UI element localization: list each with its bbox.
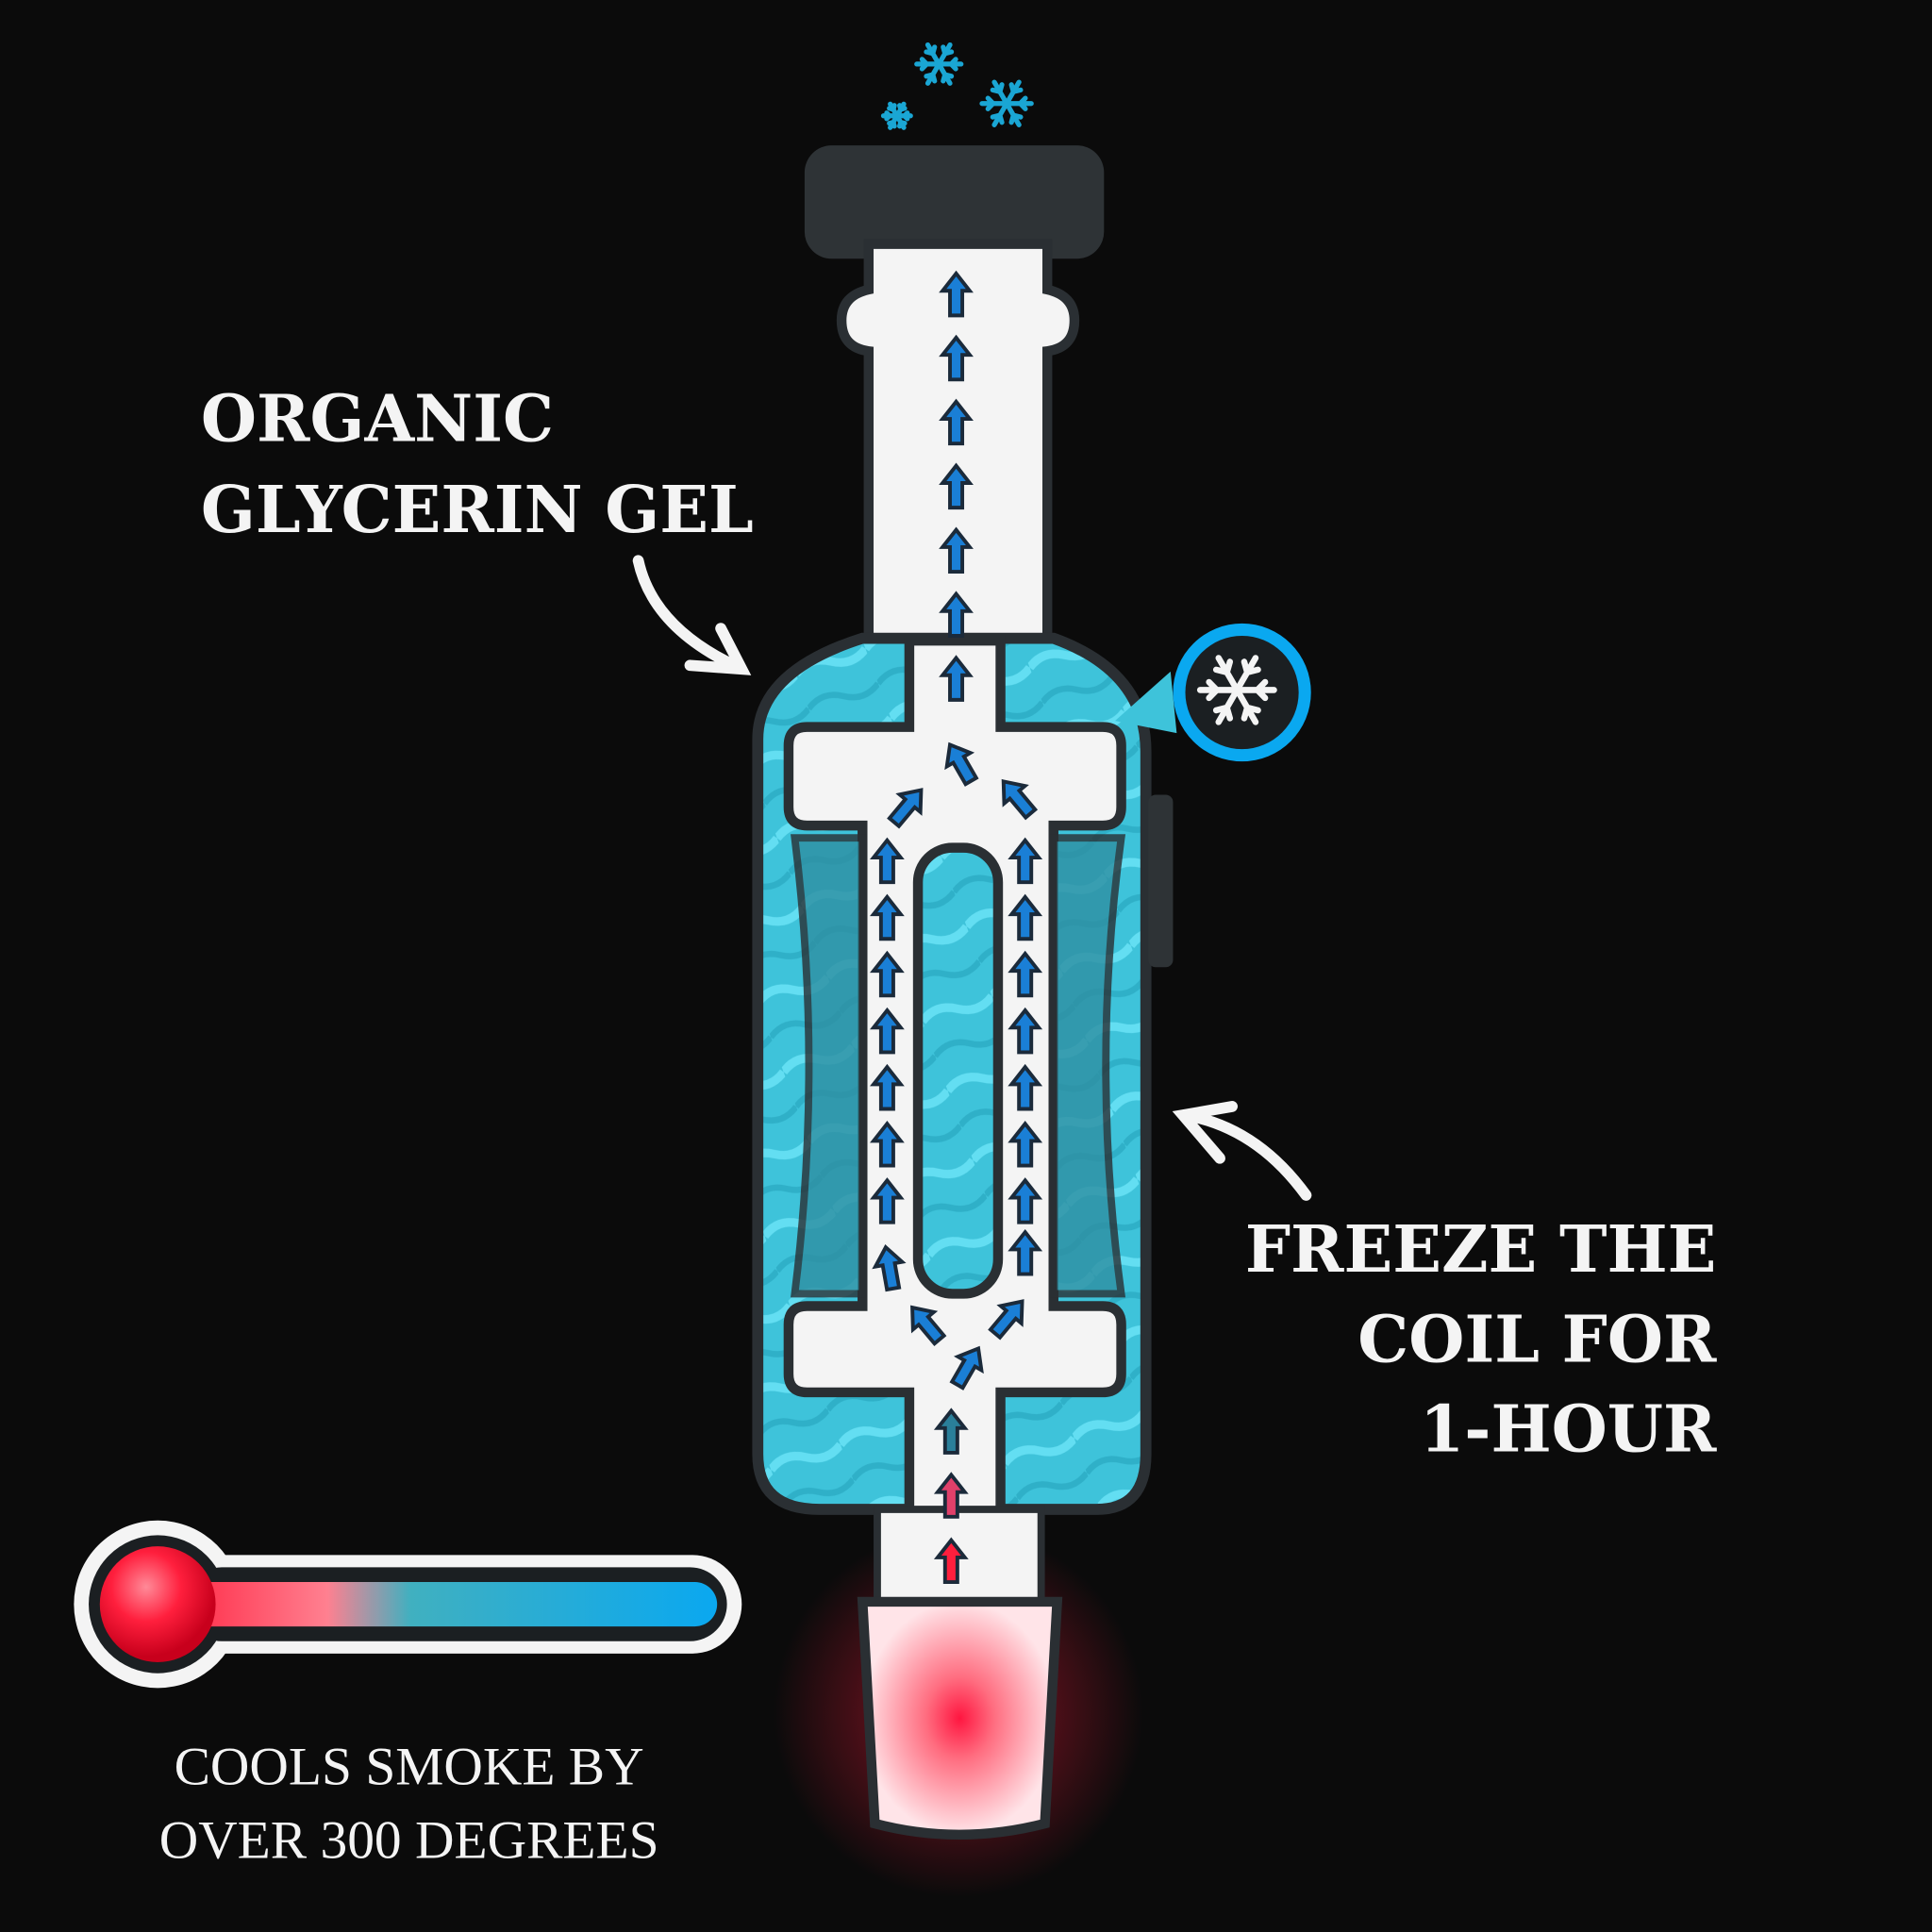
flow-arrow-icon [870,1121,905,1168]
flow-arrow-icon [870,1063,905,1111]
flow-arrow-icon [1008,1063,1043,1111]
flow-arrow-icon [910,1305,947,1347]
arrow-icon [1172,1101,1312,1201]
gel-window-right [1049,834,1126,1298]
flow-arrow-icon [939,270,974,318]
flow-arrow-icon [939,591,974,638]
freeze-label-line2: COIL FOR [1357,1302,1717,1377]
gel-label-line2: GLYCERIN GEL [201,473,754,548]
flow-arrow-icon [1008,1177,1043,1224]
cools-label-line2: OVER 300 DEGREES [159,1811,659,1871]
flow-arrow-icon [870,1177,905,1224]
snowflake-icon [880,42,1034,130]
flow-arrow-icon [1008,837,1043,885]
flow-arrow-icon [949,1345,984,1391]
gel-center-column [912,842,1004,1299]
flow-arrow-icon [988,1299,1024,1341]
flow-arrow-icon [870,1007,905,1055]
freeze-badge [1115,623,1311,762]
flow-arrow-icon [939,398,974,446]
thermometer-icon [74,1520,742,1689]
flow-arrow-icon [1008,1228,1043,1276]
flow-arrows [870,270,1043,1585]
flow-arrow-icon [933,1472,969,1519]
freeze-label-line1: FREEZE THE [1245,1212,1717,1288]
flow-arrow-icon [1008,893,1043,941]
heated-bowl-joint [857,1596,1063,1840]
flow-arrow-icon [870,893,905,941]
flow-arrow-icon [933,1407,969,1455]
arrow-icon [632,555,752,675]
mouthpiece-cap [804,145,1105,259]
flow-arrow-icon [870,950,905,998]
cools-label-line1: COOLS SMOKE BY [175,1737,644,1796]
flow-arrow-icon [1008,1121,1043,1168]
snowflake-icon [1196,655,1277,725]
flow-arrow-icon [939,462,974,510]
flow-arrow-icon [939,655,974,702]
flow-arrow-icon [933,1537,969,1585]
flow-arrow-icon [887,788,924,829]
gel-window-left [791,834,867,1298]
flow-arrow-icon [939,526,974,574]
flow-arrow-icon [1008,950,1043,998]
flow-arrow-icon [872,1244,907,1292]
flow-arrow-icon [1001,778,1039,821]
freeze-label-line3: 1-HOUR [1420,1392,1717,1468]
flow-arrow-icon [944,741,979,787]
flow-arrow-icon [1008,1007,1043,1055]
flow-arrow-icon [870,837,905,885]
side-clip [1148,794,1174,968]
gel-label-line1: ORGANIC [201,382,554,458]
flow-arrow-icon [939,334,974,382]
